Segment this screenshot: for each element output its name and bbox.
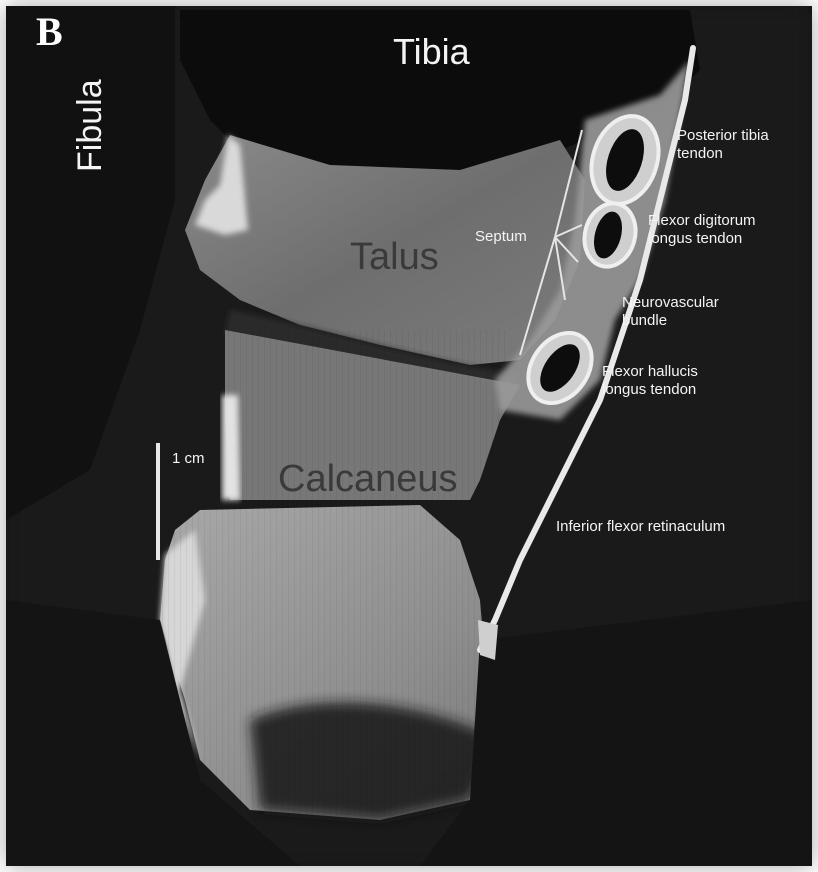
posterior-tibial-tendon-label: Posterior tibia tendon <box>677 127 769 163</box>
nv-line2: bundle <box>622 312 719 330</box>
talus-label: Talus <box>350 235 439 281</box>
fhl-tendon-label: Flexor hallucis longus tendon <box>602 363 698 399</box>
nv-line1: Neurovascular <box>622 294 719 312</box>
calcaneus-label: Calcaneus <box>278 457 458 503</box>
retinaculum-label: Inferior flexor retinaculum <box>556 518 725 536</box>
fdl-line2: longus tendon <box>648 230 756 248</box>
fhl-line2: longus tendon <box>602 381 698 399</box>
fdl-line1: Flexor digitorum <box>648 212 756 230</box>
fdl-tendon-label: Flexor digitorum longus tendon <box>648 212 756 248</box>
septum-label: Septum <box>475 228 527 246</box>
posterior-tibial-line1: Posterior tibia <box>677 127 769 145</box>
tibia-label: Tibia <box>393 30 470 73</box>
neurovascular-bundle-label: Neurovascular bundle <box>622 294 719 330</box>
fibula-label: Fibula <box>70 79 111 172</box>
panel-letter: B <box>36 8 63 55</box>
fhl-line1: Flexor hallucis <box>602 363 698 381</box>
scale-bar-label: 1 cm <box>172 450 205 468</box>
posterior-tibial-line2: tendon <box>677 145 769 163</box>
